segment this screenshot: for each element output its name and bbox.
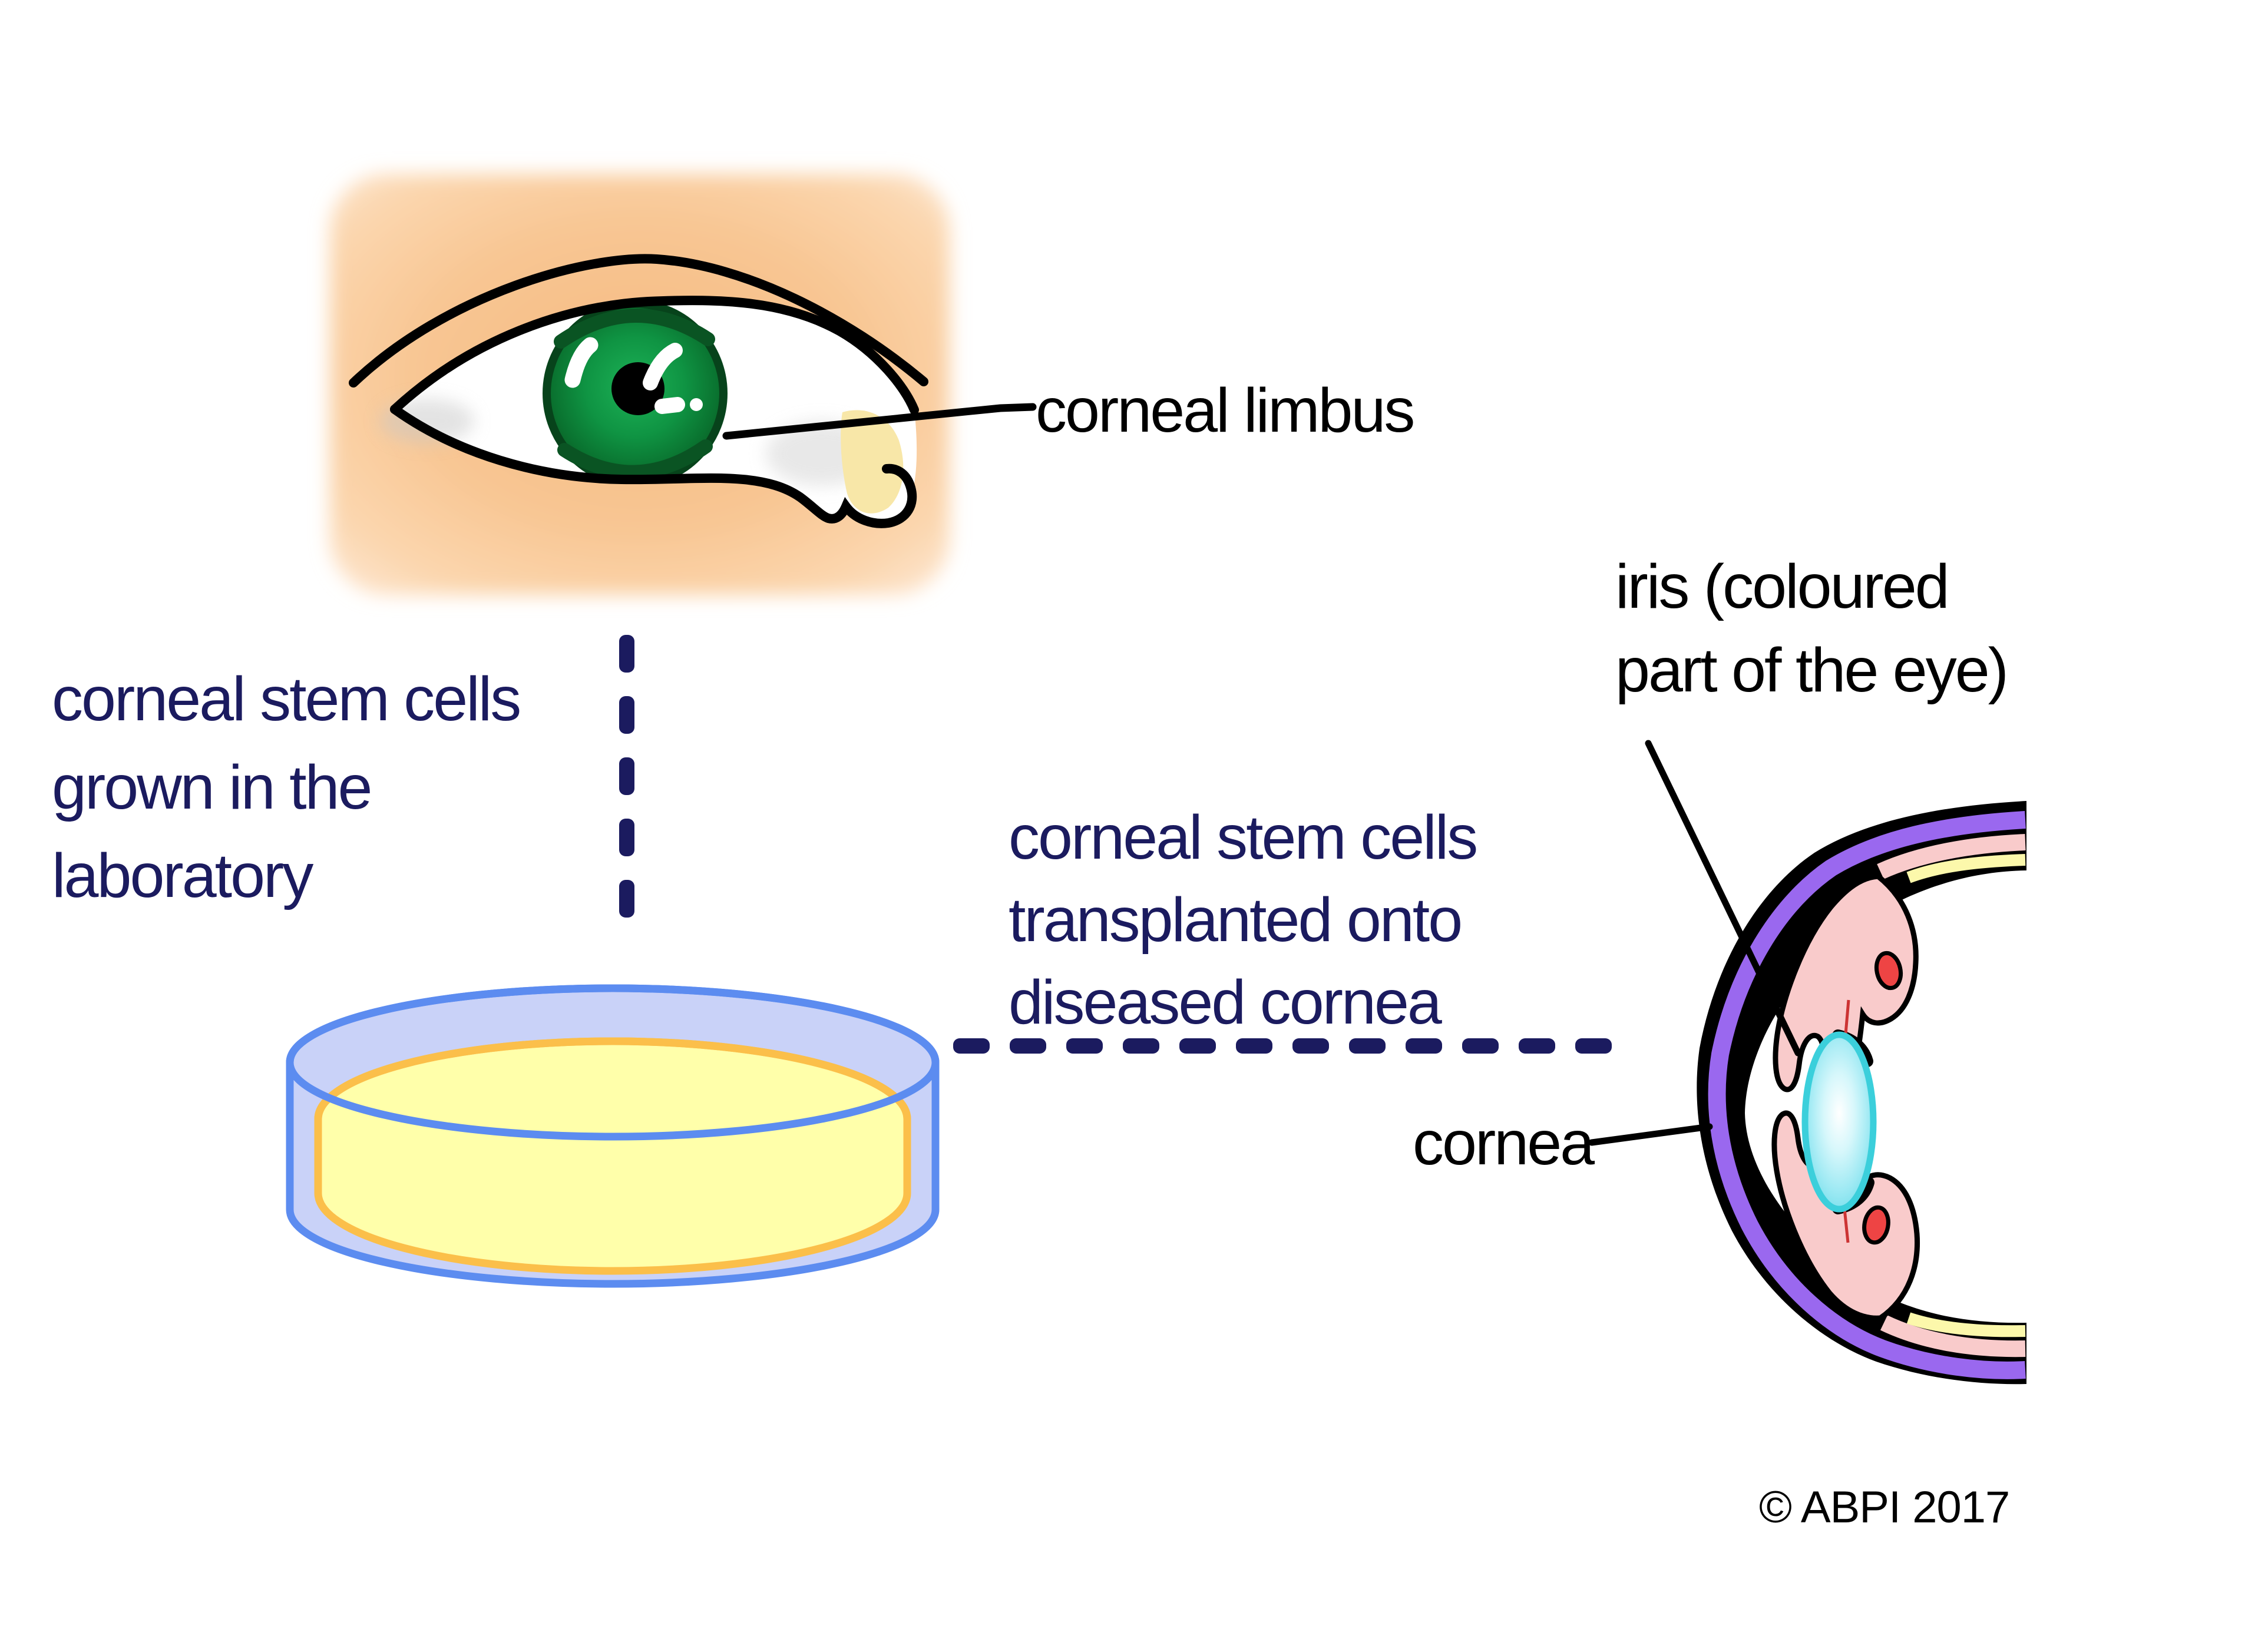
iris-highlight-right	[643, 343, 683, 390]
iris-label-line-1: iris (coloured	[1615, 552, 1950, 621]
left-caption-line-2: grown in the	[52, 753, 372, 822]
cornea-pointer-line	[1588, 1123, 1713, 1146]
lower-eyelid-line	[390, 405, 917, 528]
upper-eyelid-line	[390, 296, 919, 415]
petri-dish-illustration	[286, 984, 940, 1288]
choroid-pink-strip-top	[1877, 834, 2026, 879]
iris-highlight-blob	[654, 397, 685, 414]
eyeball-outline	[1697, 801, 2026, 1385]
middle-caption-line-2: transplanted onto	[1009, 885, 1463, 955]
left-caption-line-1: corneal stem cells	[52, 664, 521, 734]
left-caption-line-3: laboratory	[52, 841, 313, 910]
eyelid-crease-line	[349, 254, 928, 388]
vertical-dashed-connector	[619, 635, 634, 918]
agar-medium	[314, 1037, 911, 1275]
choroid-pink-strip-bottom	[1880, 1315, 2026, 1357]
middle-caption-line-1: corneal stem cells	[1009, 803, 1478, 872]
eye-front-illustration	[330, 174, 950, 595]
petri-dish-top-rim	[286, 984, 940, 1141]
iris-pointer-line	[1645, 740, 1801, 1057]
blood-vessel-upper	[1874, 951, 1903, 991]
corneal-limbus-label: corneal limbus	[1036, 376, 1415, 445]
vessel-streak-lower	[1843, 1208, 1850, 1243]
middle-caption: corneal stem cells transplanted onto dis…	[1009, 796, 1478, 1044]
iris-highlight-left	[564, 337, 599, 388]
horizontal-dashed-connector	[953, 1038, 1612, 1054]
left-caption: corneal stem cells grown in the laborato…	[52, 655, 521, 920]
iris-top-rim	[554, 309, 715, 349]
iris-bottom-rim	[557, 439, 713, 479]
blood-vessel-lower	[1862, 1205, 1890, 1245]
lens	[1801, 1031, 1877, 1213]
eye-cross-section-illustration	[1697, 801, 2026, 1385]
corneal-limbus-pointer-line	[722, 403, 1037, 440]
label-pointer-lines	[722, 403, 1801, 1146]
retina-yellow-strip-top	[1906, 854, 2026, 883]
sclera-purple-layer	[1708, 811, 2026, 1379]
vessel-streak-upper	[1844, 999, 1850, 1035]
retina-yellow-strip-bottom	[1906, 1312, 2026, 1337]
copyright-notice: © ABPI 2017	[1759, 1482, 2010, 1532]
cornea-label: cornea	[1413, 1108, 1595, 1178]
middle-caption-line-3: diseased cornea	[1009, 968, 1442, 1037]
iris-label: iris (coloured part of the eye)	[1615, 545, 2009, 712]
caruncle	[841, 410, 904, 514]
iris-label-line-2: part of the eye)	[1615, 635, 2009, 705]
iris-highlight-dot	[690, 398, 703, 411]
agar-front-rim	[314, 1037, 911, 1120]
